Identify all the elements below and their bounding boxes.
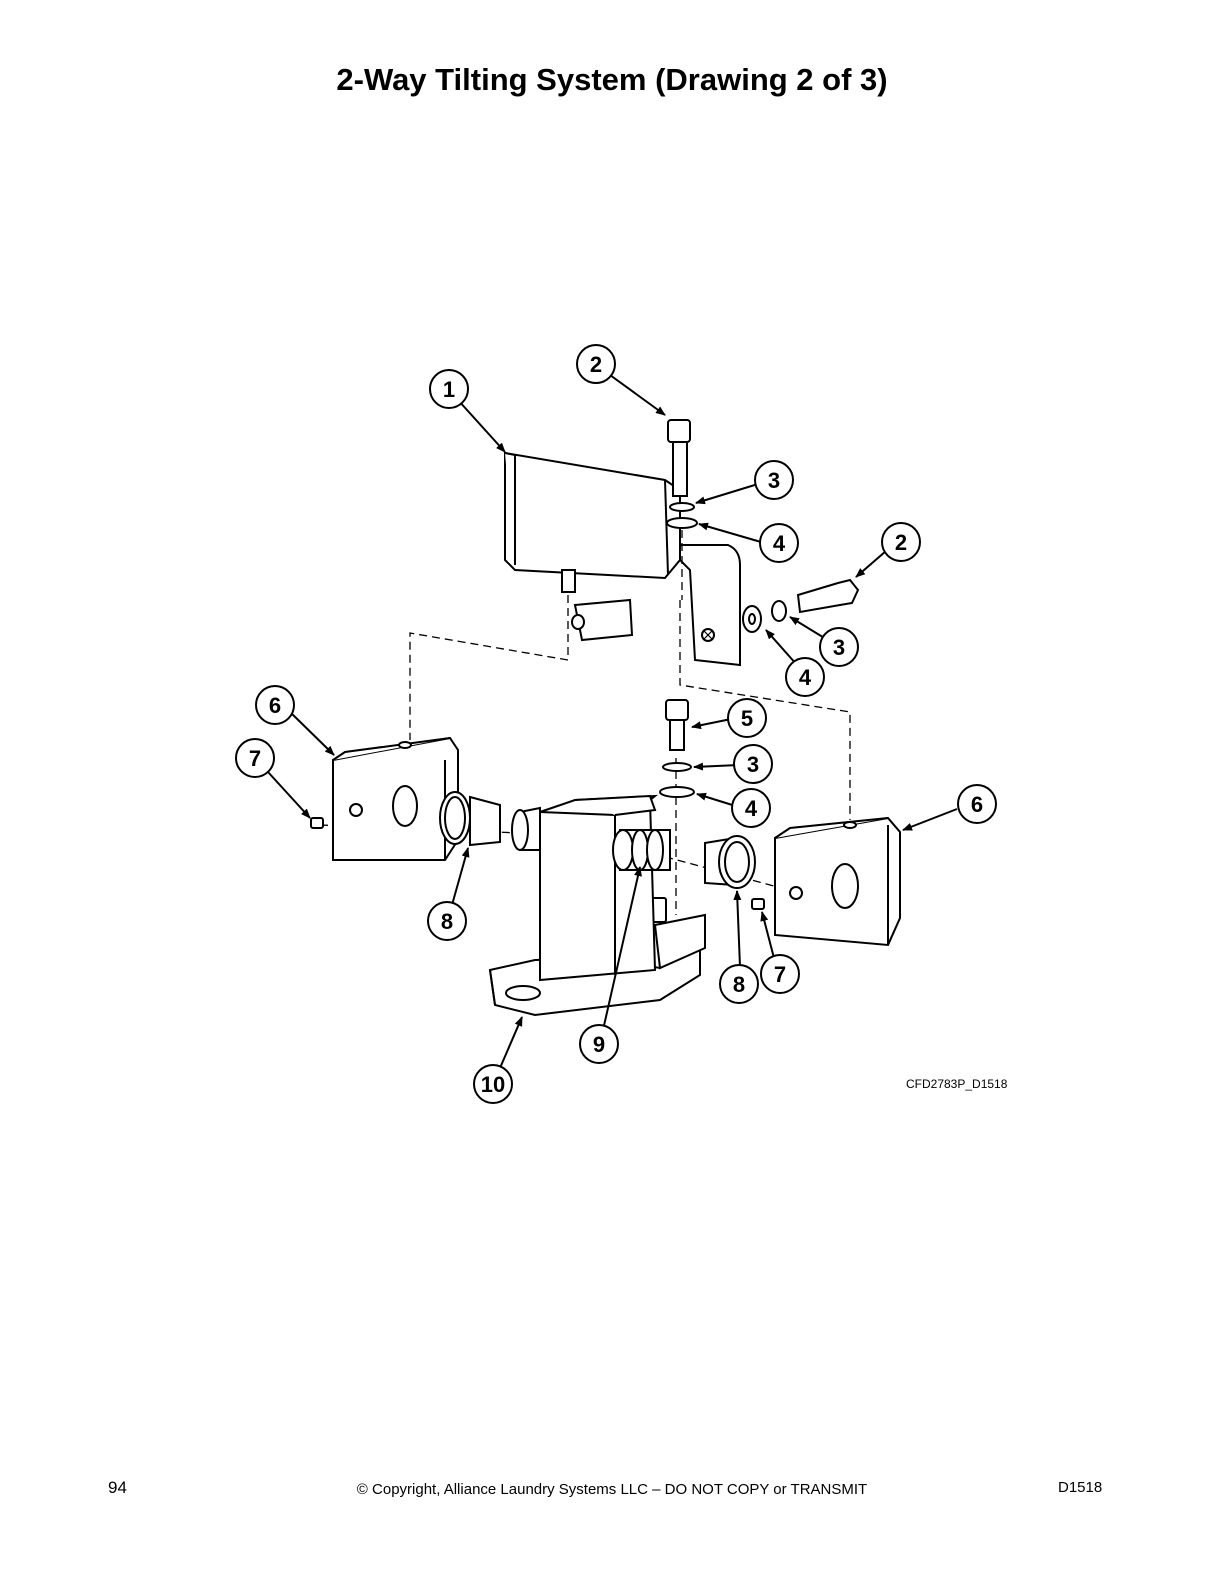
svg-text:4: 4 <box>799 665 812 690</box>
svg-text:9: 9 <box>593 1032 605 1057</box>
svg-text:8: 8 <box>441 909 453 934</box>
bushing-left <box>439 791 501 847</box>
svg-text:3: 3 <box>747 752 759 777</box>
upper-bracket-part <box>504 451 741 667</box>
copyright-notice: © Copyright, Alliance Laundry Systems LL… <box>356 1481 868 1498</box>
document-code: D1518 <box>1058 1479 1103 1496</box>
callout-10: 10 <box>473 1064 513 1104</box>
page-number: 94 <box>108 1478 127 1497</box>
callout-3-side: 3 <box>819 627 859 667</box>
callout-4-center: 4 <box>731 788 771 828</box>
svg-text:8: 8 <box>733 972 745 997</box>
callout-3-center: 3 <box>733 744 773 784</box>
callout-8-right: 8 <box>719 964 759 1004</box>
callout-4-side: 4 <box>785 657 825 697</box>
svg-text:6: 6 <box>971 792 983 817</box>
svg-text:2: 2 <box>895 530 907 555</box>
svg-text:4: 4 <box>773 531 786 556</box>
callout-9: 9 <box>579 1024 619 1064</box>
callout-2-side: 2 <box>881 522 921 562</box>
svg-text:6: 6 <box>269 693 281 718</box>
svg-text:5: 5 <box>741 706 753 731</box>
svg-text:3: 3 <box>768 468 780 493</box>
center-pivot-base <box>488 794 706 1017</box>
center-bolt-part <box>659 699 695 798</box>
pivot-block-right <box>751 816 901 947</box>
bushing-right <box>704 835 756 889</box>
callout-7-left: 7 <box>235 738 275 778</box>
callout-bubbles: 1 2 3 4 2 3 4 5 3 4 6 7 6 8 8 7 9 10 <box>235 344 997 1104</box>
bolt-side-part <box>742 578 860 633</box>
callout-3-top: 3 <box>754 460 794 500</box>
callout-2-top: 2 <box>576 344 616 384</box>
svg-text:3: 3 <box>833 635 845 660</box>
callout-5: 5 <box>727 698 767 738</box>
svg-text:1: 1 <box>443 377 455 402</box>
svg-text:7: 7 <box>249 746 261 771</box>
pivot-block-left <box>310 736 459 861</box>
page-title: 2-Way Tilting System (Drawing 2 of 3) <box>336 62 888 97</box>
callout-4-top: 4 <box>759 523 799 563</box>
bolt-top-part <box>666 419 698 529</box>
figure-code: CFD2783P_D1518 <box>906 1077 1008 1091</box>
callout-6-left: 6 <box>255 685 295 725</box>
svg-text:10: 10 <box>481 1072 505 1097</box>
callout-8-left: 8 <box>427 901 467 941</box>
svg-text:2: 2 <box>590 352 602 377</box>
callout-7-right: 7 <box>760 954 800 994</box>
callout-6-right: 6 <box>957 784 997 824</box>
callout-1: 1 <box>429 369 469 409</box>
svg-text:4: 4 <box>745 796 758 821</box>
svg-text:7: 7 <box>774 962 786 987</box>
